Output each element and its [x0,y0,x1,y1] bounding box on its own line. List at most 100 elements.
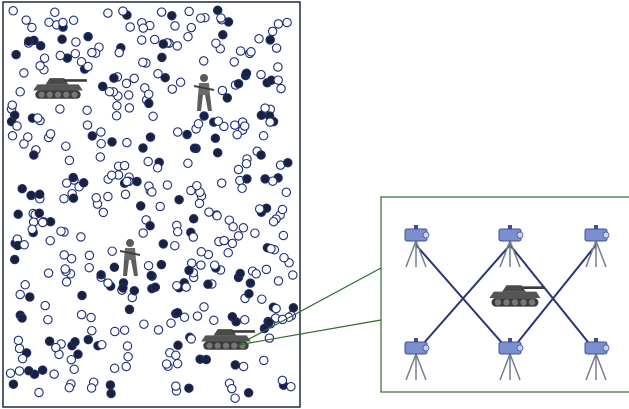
filled-circle-node [57,34,67,45]
filled-circle-node [24,366,34,376]
hollow-circle-node [193,119,204,129]
hollow-circle-node [212,211,222,221]
hollow-circle-node [124,103,135,113]
hollow-circle-node [56,226,66,236]
hollow-circle-node [61,277,72,287]
hollow-circle-node [138,23,149,33]
hollow-circle-node [119,160,130,171]
sensor-field-border [2,1,301,408]
hollow-circle-node [96,138,106,149]
hollow-circle-node [267,26,278,37]
filled-circle-node [68,172,78,183]
hollow-circle-node [171,350,181,361]
hollow-circle-node [239,315,250,325]
hollow-circle-node [103,191,113,202]
hollow-circle-node [61,178,72,188]
hollow-circle-node [55,50,66,61]
hollow-circle-node [238,361,249,372]
hollow-circle-node [118,6,128,16]
hollow-circle-node [58,17,68,28]
hollow-circle-node [12,121,22,131]
hollow-circle-node [87,325,97,336]
filled-circle-node [158,39,169,49]
hollow-circle-node [122,176,132,187]
hollow-circle-node [170,21,180,31]
filled-circle-node [107,137,117,147]
hollow-circle-node [49,369,59,379]
filled-circle-node [96,270,106,280]
hollow-circle-node [223,248,233,258]
hollow-circle-node [45,129,56,139]
hollow-circle-node [86,312,96,323]
filled-circle-node [173,340,183,351]
hollow-circle-node [216,13,226,23]
hollow-circle-node [172,127,183,137]
filled-circle-node [233,78,244,89]
hollow-circle-node [123,90,134,100]
hollow-circle-node [43,314,53,325]
filled-circle-node [182,129,192,140]
filled-circle-node [157,52,167,63]
hollow-circle-node [8,6,18,16]
hollow-circle-node [172,358,183,369]
hollow-circle-node [261,264,272,275]
hollow-circle-node [271,43,282,53]
filled-circle-node [78,178,89,188]
hollow-circle-node [227,238,238,249]
hollow-circle-node [239,121,250,131]
filled-circle-node [146,270,156,281]
hollow-circle-node [273,75,283,85]
filled-circle-node [83,334,94,345]
filled-circle-node [256,150,266,160]
filled-circle-node [244,288,254,299]
hollow-circle-node [186,22,197,33]
hollow-circle-node [121,361,131,372]
hollow-circle-node [179,312,190,323]
hollow-circle-node [76,232,86,242]
hollow-circle-node [27,224,37,235]
hollow-circle-node [64,382,75,393]
hollow-circle-node [104,86,115,97]
filled-circle-node [135,201,146,211]
hollow-circle-node [66,253,77,264]
hollow-circle-node [51,342,61,353]
filled-circle-node [68,193,79,203]
hollow-circle-node [123,351,133,362]
filled-circle-node [9,254,20,265]
hollow-circle-node [87,47,97,58]
filled-circle-node [37,365,48,375]
hollow-circle-node [82,105,92,116]
hollow-circle-node [114,47,124,58]
hollow-circle-node [138,57,148,68]
hollow-circle-node [257,294,267,304]
filled-circle-node [283,157,293,168]
hollow-circle-node [15,87,25,97]
filled-circle-node [218,30,228,40]
hollow-circle-node [20,280,30,290]
hollow-circle-node [153,325,164,335]
filled-circle-node [158,239,169,249]
filled-circle-node [109,73,119,83]
hollow-circle-node [288,270,298,280]
hollow-circle-node [273,276,284,286]
hollow-circle-node [209,315,219,326]
hollow-circle-node [143,260,154,271]
hollow-circle-node [66,354,77,365]
hollow-circle-node [209,260,220,270]
hollow-circle-node [33,113,43,123]
hollow-circle-node [195,13,206,23]
hollow-circle-node [250,228,260,238]
hollow-circle-node [230,120,240,130]
hollow-circle-node [19,68,29,78]
hollow-circle-node [170,240,180,251]
hollow-circle-node [45,235,55,246]
hollow-circle-node [35,61,45,71]
hollow-circle-node [175,77,186,88]
hollow-circle-node [273,62,283,72]
hollow-circle-node [143,89,154,99]
hollow-circle-node [119,325,130,335]
filled-circle-node [9,110,20,120]
hollow-circle-node [122,137,132,148]
hollow-circle-node [233,164,244,175]
hollow-circle-node [216,178,227,188]
